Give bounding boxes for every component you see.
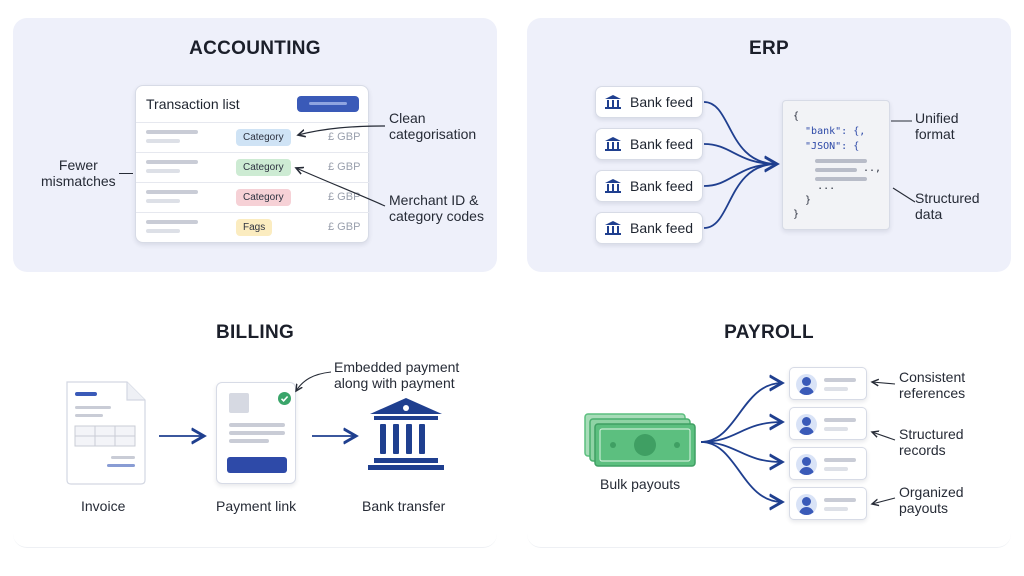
json-line: }	[793, 209, 800, 220]
avatar	[796, 454, 817, 475]
category-tag: Category	[236, 129, 291, 146]
organized-payouts-note: Organized payouts	[899, 484, 964, 516]
amount: £ GBP	[328, 221, 361, 233]
json-document: { "bank": {, "JSON": { .., ... } }	[782, 100, 890, 230]
clean-categorisation-note: Clean categorisation	[389, 110, 477, 142]
consistent-references-note: Consistent references	[899, 369, 966, 401]
payroll-fanout-arrows	[700, 296, 896, 548]
bank-feed-label: Bank feed	[630, 136, 694, 152]
amount: £ GBP	[328, 131, 361, 143]
fewer-mismatches-note: Fewer mismatches	[41, 157, 116, 189]
amount: £ GBP	[328, 191, 361, 203]
accounting-panel: ACCOUNTING Transaction list Category £ G…	[13, 18, 497, 272]
erp-merge-arrows	[703, 101, 916, 229]
accounting-arrows	[13, 125, 386, 207]
bank-building-icon	[368, 398, 444, 470]
bulk-payouts-label: Bulk payouts	[600, 476, 681, 492]
transaction-row[interactable]: Category £ GBP	[136, 182, 370, 212]
bank-feed-label: Bank feed	[630, 94, 694, 110]
json-line: ...	[793, 181, 836, 192]
pay-button[interactable]	[227, 457, 287, 473]
bank-feed-label: Bank feed	[630, 178, 694, 194]
erp-title: ERP	[749, 38, 789, 59]
payroll-title: PAYROLL	[724, 322, 814, 343]
payee-record[interactable]	[789, 487, 867, 520]
transaction-row[interactable]: Fags £ GBP	[136, 212, 370, 242]
avatar	[796, 374, 817, 395]
amount: £ GBP	[328, 161, 361, 173]
billing-title: BILLING	[215, 322, 295, 343]
invoice-document	[66, 381, 146, 485]
bank-transfer-label: Bank transfer	[362, 498, 446, 514]
payee-record[interactable]	[789, 447, 867, 480]
arrow-to-clean-tag	[298, 125, 386, 135]
avatar	[796, 494, 817, 515]
bank-feed-label: Bank feed	[630, 220, 694, 236]
bank-feed-item[interactable]: Bank feed	[595, 128, 703, 160]
billing-panel: BILLING Invoice Payment link	[13, 296, 497, 548]
erp-panel: ERP Bank feed Bank feed Bank feed Bank f…	[527, 18, 1011, 272]
bank-icon	[605, 221, 621, 235]
transaction-row[interactable]: Category £ GBP	[136, 152, 370, 182]
invoice-label: Invoice	[81, 498, 126, 514]
transaction-list-title: Transaction list	[146, 96, 240, 112]
json-line: }	[793, 195, 812, 206]
payee-record[interactable]	[789, 407, 867, 440]
bank-icon	[605, 179, 621, 193]
billing-arrows	[159, 371, 497, 548]
header-action-button[interactable]	[297, 96, 359, 112]
payroll-panel: PAYROLL Bulk payouts C	[527, 296, 1011, 548]
embedded-payment-note: Embedded payment along with payment	[334, 359, 460, 391]
payment-link-label: Payment link	[216, 498, 297, 514]
image-placeholder	[229, 393, 249, 413]
category-tag: Fags	[236, 219, 273, 236]
category-tag: Category	[236, 159, 291, 176]
cash-stack-icon	[584, 413, 696, 467]
bank-icon	[605, 95, 621, 109]
merchant-id-note: Merchant ID & category codes	[389, 192, 484, 224]
transaction-list-card: Transaction list Category £ GBP Category…	[135, 85, 370, 243]
json-line: "bank": {,	[793, 126, 866, 137]
structured-data-note: Structured data	[915, 190, 980, 222]
check-icon	[278, 392, 291, 405]
avatar	[796, 414, 817, 435]
connector-line	[119, 173, 133, 174]
bank-feed-item[interactable]: Bank feed	[595, 212, 703, 244]
category-tag: Category	[236, 189, 291, 206]
structured-records-note: Structured records	[899, 426, 964, 458]
unified-format-note: Unified format	[915, 110, 959, 142]
bank-feed-item[interactable]: Bank feed	[595, 170, 703, 202]
arrow-to-merchant-tag	[296, 168, 386, 207]
bank-icon	[605, 137, 621, 151]
payee-record[interactable]	[789, 367, 867, 400]
bank-feed-item[interactable]: Bank feed	[595, 86, 703, 118]
json-line: "JSON": {	[793, 141, 860, 152]
transaction-row[interactable]: Category £ GBP	[136, 122, 370, 152]
accounting-title: ACCOUNTING	[189, 38, 321, 59]
json-line: {	[793, 111, 800, 122]
